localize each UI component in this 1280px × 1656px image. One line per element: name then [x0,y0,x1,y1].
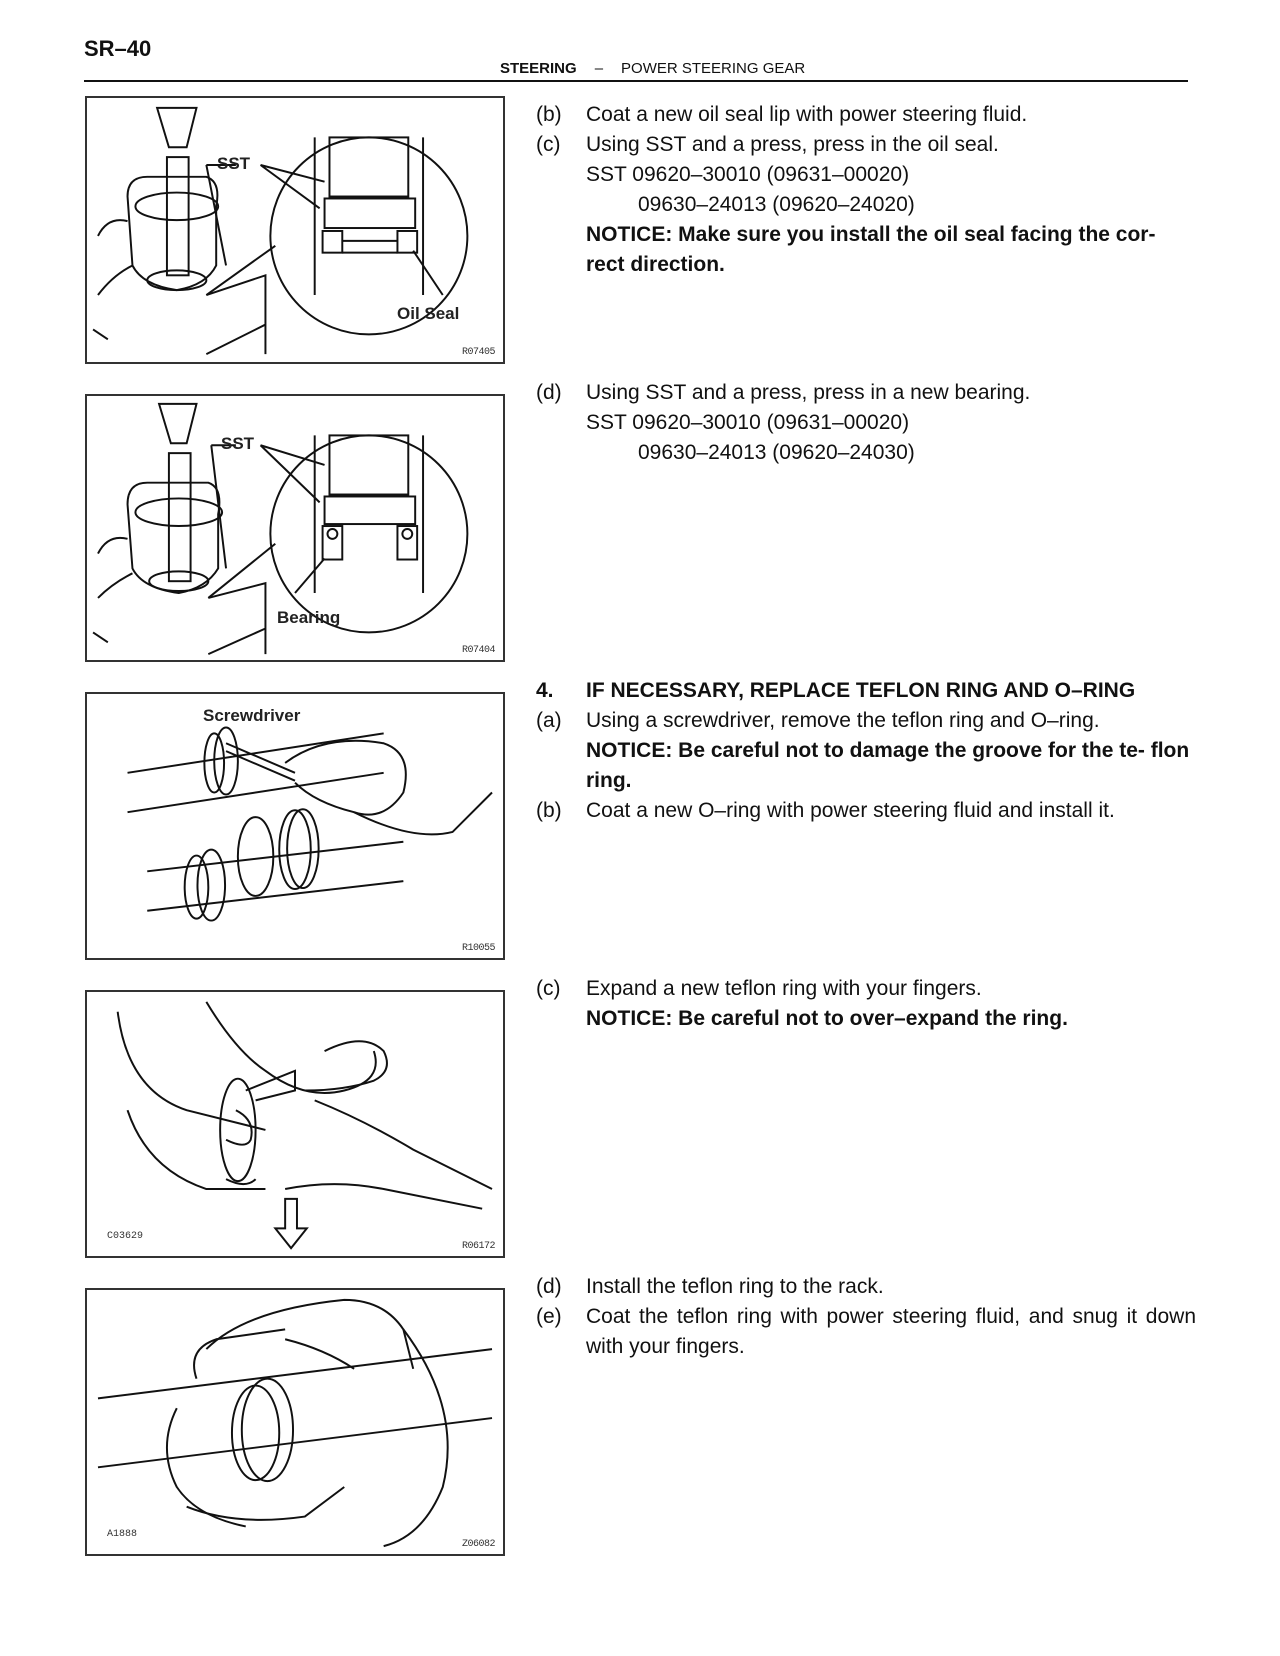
step-d: (d) Install the teflon ring to the rack. [536,1272,1196,1302]
oil-seal-press-illustration [92,106,469,356]
step-b: (b) Coat a new O–ring with power steering… [536,796,1196,826]
step-label: (e) [536,1305,562,1328]
callout-bearing: Bearing [277,608,341,627]
step-e: (e) Coat the teflon ring with power steer… [536,1302,1196,1362]
page-header: STEERING–POWER STEERING GEAR [84,58,1188,82]
instruction-block-oil-seal: (b) Coat a new oil seal lip with power st… [536,100,1196,280]
subsection-title: POWER STEERING GEAR [621,60,806,77]
step-text: Using SST and a press, press in a new be… [586,381,1031,404]
step-text: Using SST and a press, press in the oil … [586,133,999,156]
figure-code: R06172 [461,1241,496,1252]
step-a: (a) Using a screwdriver, remove the teflo… [536,706,1196,736]
figure-code-left: C03629 [107,1231,144,1242]
install-ring-illustration [97,1298,493,1548]
section-title: STEERING [500,60,577,77]
page-number: SR–40 [84,36,152,61]
notice-text: NOTICE: Be careful not to over–expand th… [586,1007,1068,1030]
instruction-block-teflon-ring: 4. IF NECESSARY, REPLACE TEFLON RING AND … [536,676,1196,826]
notice: NOTICE: Be careful not to over–expand th… [536,1004,1196,1034]
figure-code: R07404 [461,645,496,656]
callout-sst: SST [217,154,251,173]
figure-code-left: A1888 [107,1529,138,1540]
step-label: (d) [536,1275,562,1298]
figure-code: Z06082 [461,1539,496,1550]
instruction-block-bearing: (d) Using SST and a press, press in a new… [536,378,1196,468]
step-d: (d) Using SST and a press, press in a new… [536,378,1196,408]
figure-install-ring: A1888 Z06082 [85,1288,505,1556]
sst-number: 09630–24013 (09620–24020) [638,193,915,216]
sst-number: 09630–24013 (09620–24030) [638,441,915,464]
sst-number: SST 09620–30010 (09631–00020) [586,411,910,434]
step-heading-text: IF NECESSARY, REPLACE TEFLON RING AND O–… [586,679,1136,702]
callout-sst: SST [221,434,255,453]
notice-text: NOTICE: Make sure you install the oil se… [586,223,1156,276]
notice: NOTICE: Be careful not to damage the gro… [536,736,1196,796]
bearing-press-illustration [92,402,469,655]
step-text: Expand a new teflon ring with your finge… [586,977,982,1000]
sst-number: SST 09620–30010 (09631–00020) [586,163,910,186]
sst-line-1: SST 09620–30010 (09631–00020) [536,408,1196,438]
callout-screwdriver: Screwdriver [203,706,301,725]
callout-oil-seal: Oil Seal [397,304,460,323]
step-text: Coat a new O–ring with power steering fl… [586,799,1115,822]
header-separator: – [594,60,604,77]
step-label: (b) [536,799,562,822]
figure-code: R07405 [461,347,496,358]
notice-text: NOTICE: Be careful not to damage the gro… [586,739,1190,792]
step-b: (b) Coat a new oil seal lip with power st… [536,100,1196,130]
figure-screwdriver: Screwdriver R10055 [85,692,505,960]
step-text: Coat a new oil seal lip with power steer… [586,103,1028,126]
figure-bearing-press: SST Bearing R07404 [85,394,505,662]
instruction-block-install-ring: (d)Install the teflon ring to the rack. … [536,1272,1196,1362]
step-label: (a) [536,709,562,732]
step-label: (d) [536,381,562,404]
step-c: (c) Using SST and a press, press in the o… [536,130,1196,160]
sst-line-2: 09630–24013 (09620–24030) [536,438,1196,468]
step-label: (c) [536,133,561,156]
step-c: (c) Expand a new teflon ring with your fi… [536,974,1196,1004]
sst-line-2: 09630–24013 (09620–24020) [536,190,1196,220]
step-label: 4. [536,679,554,702]
step-text: Coat the teflon ring with power steering… [586,1305,1196,1358]
notice: NOTICE: Make sure you install the oil se… [536,220,1196,280]
step-text: Install the teflon ring to the rack. [586,1275,884,1298]
figure-oil-seal-press: SST Oil Seal R07405 [85,96,505,364]
step-label: (b) [536,103,562,126]
figure-code: R10055 [461,943,496,954]
step-text: Using a screwdriver, remove the teflon r… [586,709,1100,732]
figure-expand-ring: C03629 R06172 [85,990,505,1258]
step-4-heading: 4. IF NECESSARY, REPLACE TEFLON RING AND … [536,676,1196,706]
step-label: (c) [536,977,561,1000]
instruction-block-expand-ring: (c) Expand a new teflon ring with your fi… [536,974,1196,1034]
screwdriver-illustration [127,726,493,922]
expand-ring-illustration [116,1001,493,1250]
sst-line-1: SST 09620–30010 (09631–00020) [536,160,1196,190]
